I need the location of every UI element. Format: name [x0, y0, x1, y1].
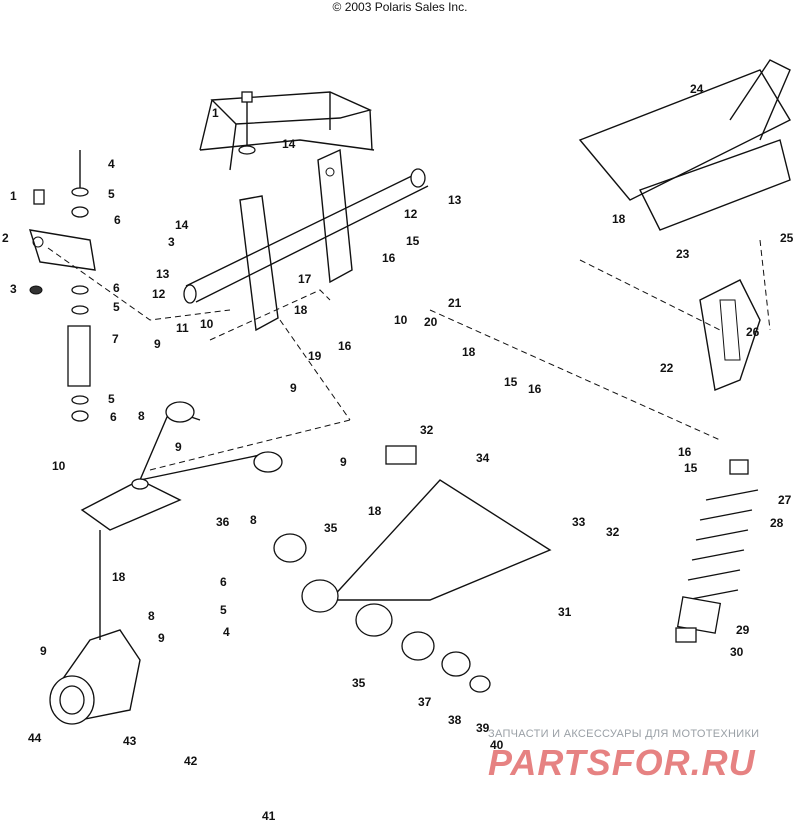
part-callout: 26: [746, 325, 760, 339]
part-callout: 18: [462, 345, 476, 359]
part-callout: 6: [113, 281, 120, 295]
part-callout: 14: [175, 218, 189, 232]
part-callout: 5: [108, 187, 115, 201]
part-callout: 32: [606, 525, 620, 539]
part-callout: 35: [352, 676, 366, 690]
part-callout: 6: [114, 213, 121, 227]
part-callout: 20: [424, 315, 438, 329]
part-callout: 3: [168, 235, 175, 249]
part-callout: 17: [298, 272, 312, 286]
part-callout: 36: [216, 515, 230, 529]
part-callout: 18: [612, 212, 626, 226]
part-callout: 10: [52, 459, 66, 473]
part-callout: 43: [123, 734, 137, 748]
part-callout: 15: [504, 375, 518, 389]
part-callout: 9: [158, 631, 165, 645]
lower-a-arm: [273, 445, 552, 693]
watermark-brand: PARTSFOR.RU: [488, 742, 756, 783]
pivot-shaft: [183, 168, 429, 304]
part-callout: 11: [176, 321, 189, 335]
bracket-26: [699, 279, 761, 391]
part-callout: 24: [690, 82, 704, 96]
part-callout: 8: [138, 409, 145, 423]
part-callout: 19: [308, 349, 322, 363]
part-callout: 10: [200, 317, 214, 331]
part-callout: 37: [418, 695, 432, 709]
rear-frame: [578, 59, 791, 231]
part-callout: 39: [476, 721, 490, 735]
part-callout: 14: [282, 137, 296, 151]
part-callout: 16: [528, 382, 542, 396]
part-callout: 38: [448, 713, 462, 727]
part-callout: 8: [148, 609, 155, 623]
part-callout: 42: [184, 754, 198, 768]
part-callout: 18: [112, 570, 126, 584]
part-callout: 13: [156, 267, 170, 281]
part-callout: 23: [676, 247, 690, 261]
part-callout: 7: [112, 332, 119, 346]
part-callout: 30: [730, 645, 744, 659]
part-callout: 8: [250, 513, 257, 527]
shock-absorber: [675, 459, 759, 643]
part-callout: 1: [10, 189, 17, 203]
part-callout: 34: [476, 451, 490, 465]
part-callout: 9: [290, 381, 297, 395]
part-callout: 41: [262, 809, 276, 823]
part-callout: 15: [684, 461, 698, 475]
part-callout: 5: [113, 300, 120, 314]
part-callout: 33: [572, 515, 586, 529]
part-callout: 21: [448, 296, 462, 310]
part-callout: 6: [110, 410, 117, 424]
part-callout: 15: [406, 234, 420, 248]
part-callout: 31: [558, 605, 572, 619]
part-callout: 40: [490, 738, 504, 752]
part-callout: 16: [382, 251, 396, 265]
watermark-tagline: ЗАПЧАСТИ И АКСЕССУАРЫ ДЛЯ МОТОТЕХНИКИ: [488, 728, 760, 740]
part-callout: 35: [324, 521, 338, 535]
part-callout: 22: [660, 361, 674, 375]
part-callout: 44: [28, 731, 42, 745]
part-callout: 2: [2, 231, 9, 245]
copyright-text: © 2003 Polaris Sales Inc.: [332, 0, 468, 14]
part-callout: 1: [212, 106, 219, 120]
part-callout: 13: [448, 193, 462, 207]
part-callout: 5: [220, 603, 227, 617]
part-callout: 25: [780, 231, 794, 245]
part-callout: 18: [368, 504, 382, 518]
part-callout: 28: [770, 516, 784, 530]
part-callout: 4: [108, 157, 115, 171]
part-callout: 29: [736, 623, 750, 637]
part-callout: 5: [108, 392, 115, 406]
part-callout: 12: [152, 287, 166, 301]
part-callout: 16: [678, 445, 692, 459]
part-callout: 4: [223, 625, 230, 639]
spindle: [49, 530, 141, 725]
part-callout: 27: [778, 493, 792, 507]
part-callout: 16: [338, 339, 352, 353]
part-callout: 32: [420, 423, 434, 437]
part-callout: 12: [404, 207, 418, 221]
upper-a-arm: [80, 401, 283, 531]
left-link-stack: [28, 150, 96, 422]
part-callout: 18: [294, 303, 308, 317]
part-callout: 3: [10, 282, 17, 296]
part-callout: 9: [40, 644, 47, 658]
upper-frame-bracket: [199, 91, 375, 332]
part-callout: 6: [220, 575, 227, 589]
leader-lines: [47, 239, 771, 471]
bolt-top: [238, 91, 256, 155]
part-callout: 9: [154, 337, 161, 351]
part-callout: 9: [340, 455, 347, 469]
part-callout: 10: [394, 313, 408, 327]
part-callout: 9: [175, 440, 182, 454]
